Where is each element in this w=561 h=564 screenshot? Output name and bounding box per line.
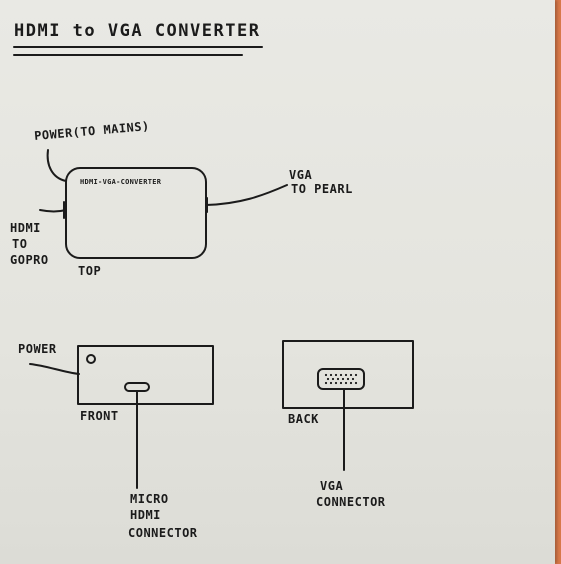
micro-hdmi-label-line3: CONNECTOR (128, 526, 198, 540)
vga-connector-label-line1: VGA (320, 479, 344, 493)
hdmi-label-line2: TO (12, 237, 28, 251)
power-label: POWER (18, 342, 57, 356)
vga-connector-label-line2: CONNECTOR (316, 495, 386, 509)
diagram-title: HDMI to VGA CONVERTER (14, 21, 261, 41)
back-view-box (282, 340, 414, 409)
vga-label-line2: TO PEARL (291, 182, 353, 196)
top-view-box (65, 167, 207, 259)
device-label: HDMI-VGA-CONVERTER (80, 178, 162, 186)
back-view-caption: BACK (288, 412, 319, 426)
hdmi-label-line3: GOPRO (10, 253, 49, 267)
power-cable-line (46, 149, 67, 182)
front-view-box (77, 345, 214, 405)
vga-port (317, 368, 365, 390)
hdmi-cable-line (39, 209, 67, 213)
vga-label-line1: VGA (289, 168, 313, 182)
micro-hdmi-label-line1: MICRO (130, 492, 169, 506)
vga-pins (324, 373, 358, 385)
micro-hdmi-label-line2: HDMI (130, 508, 161, 522)
hdmi-label-line1: HDMI (10, 221, 41, 235)
top-view-caption: TOP (78, 264, 102, 278)
power-pointer-line (29, 363, 80, 375)
front-view-caption: FRONT (80, 409, 119, 423)
vga-cable-line (205, 184, 288, 206)
power-button-circle (86, 354, 96, 364)
micro-hdmi-port (124, 382, 150, 392)
